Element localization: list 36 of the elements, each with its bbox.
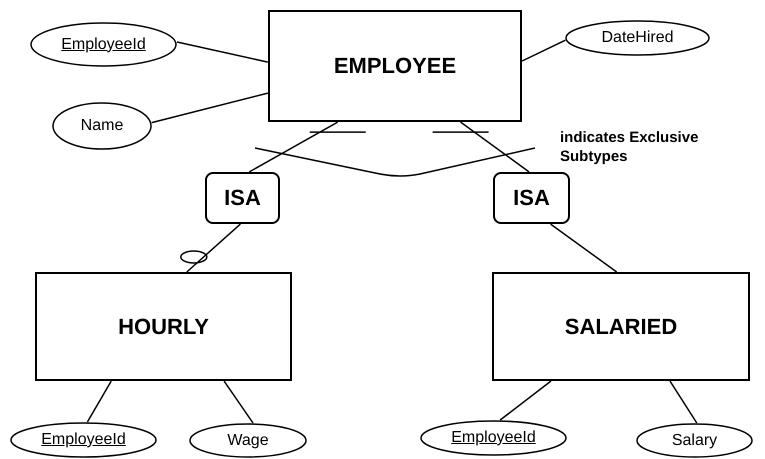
attribute-ellipse xyxy=(189,423,307,458)
connector-line xyxy=(180,224,241,273)
attribute-name: EmployeeId xyxy=(61,36,146,54)
attribute-ellipse xyxy=(565,20,710,56)
connector-line xyxy=(223,380,254,424)
connector-line xyxy=(669,380,698,424)
entity-name: ISA xyxy=(513,185,550,211)
connector-line xyxy=(152,92,268,124)
connector-line xyxy=(176,41,268,63)
attribute-ellipse xyxy=(10,422,157,458)
connector-line xyxy=(522,40,566,62)
connector-line xyxy=(500,380,552,421)
attribute-ellipse xyxy=(52,102,152,150)
attribute-ellipse xyxy=(636,423,753,458)
connector-line xyxy=(550,224,618,273)
isa-box xyxy=(205,172,280,224)
entity-box xyxy=(492,272,750,381)
attribute-name: EmployeeId xyxy=(41,431,126,449)
connector-line xyxy=(86,380,112,422)
connector-line xyxy=(248,121,366,173)
attribute-name: Salary xyxy=(672,432,718,450)
attribute-name: Name xyxy=(80,117,124,135)
connector-line xyxy=(432,122,530,172)
entity-box xyxy=(268,10,522,122)
isa-box xyxy=(493,172,570,224)
attribute-ellipse xyxy=(30,22,177,67)
entity-name: HOURLY xyxy=(118,314,209,340)
attribute-name: EmployeeId xyxy=(451,429,536,447)
entity-name: SALARIED xyxy=(564,314,678,340)
entity-name: ISA xyxy=(224,185,261,211)
attribute-name: DateHired xyxy=(601,29,674,47)
attribute-name: Wage xyxy=(227,432,269,450)
note-text: indicates Exclusive Subtypes xyxy=(560,128,700,166)
entity-box xyxy=(35,272,292,381)
attribute-ellipse xyxy=(420,420,567,456)
entity-name: EMPLOYEE xyxy=(334,53,456,79)
